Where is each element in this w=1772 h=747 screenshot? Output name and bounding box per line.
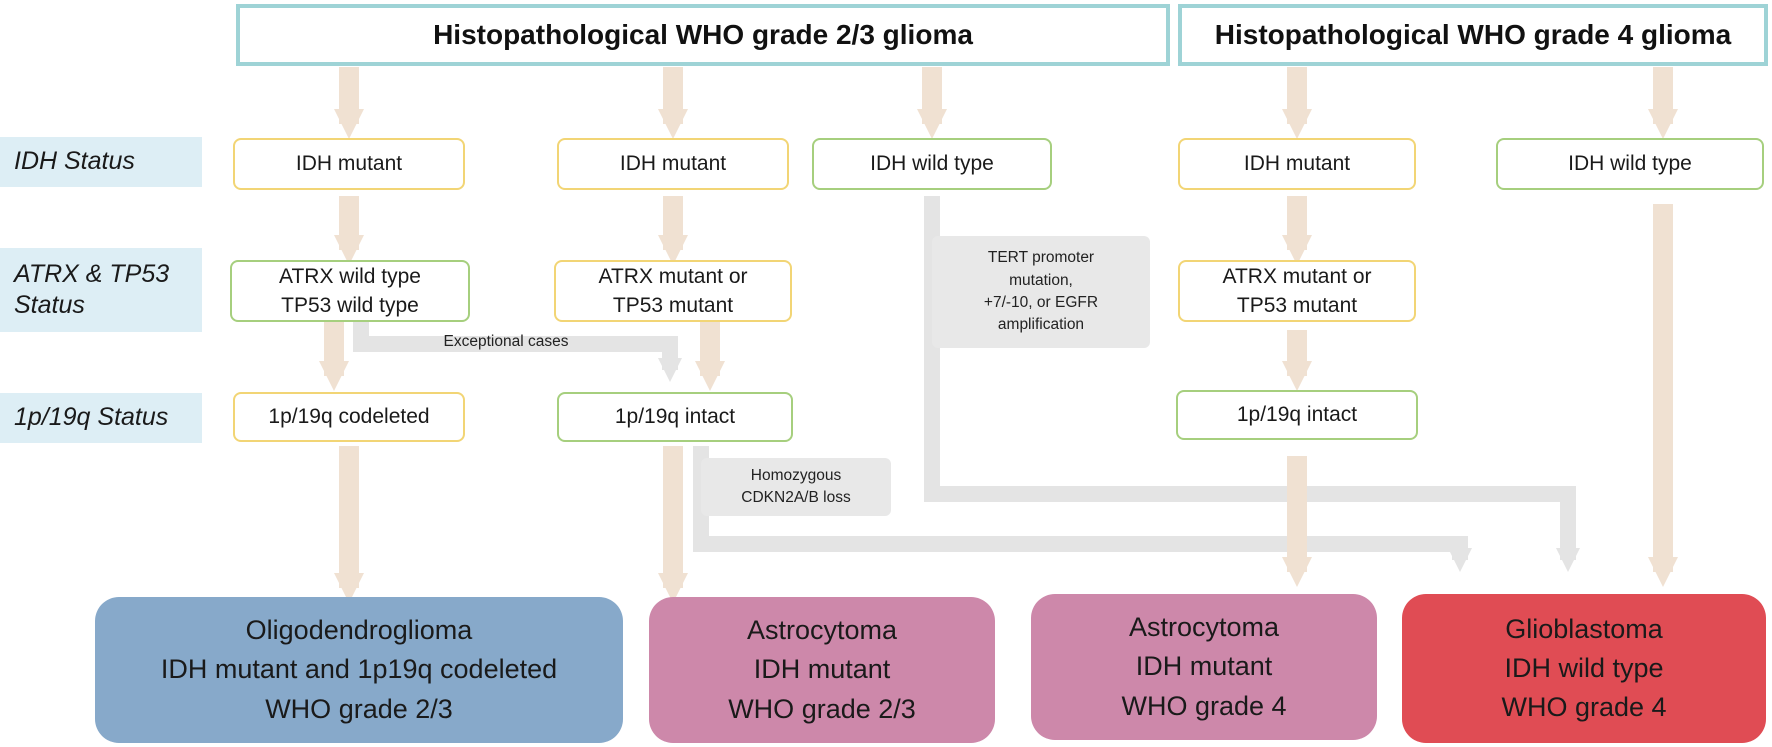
idh-mutant-box-col4: IDH mutant [1178,138,1416,190]
outcome-grade: WHO grade 4 [1121,690,1287,721]
row-label-idh-status: IDH Status [0,137,202,187]
atrx-mutant-box-col2: ATRX mutant or TP53 mutant [554,260,792,322]
main-arrows [319,67,1678,603]
idh-wildtype-box-col3: IDH wild type [812,138,1052,190]
outcome-name: Oligodendroglioma [245,615,473,646]
header-grade-4: Histopathological WHO grade 4 glioma [1178,4,1768,66]
outcome-grade: WHO grade 2/3 [728,693,916,724]
outcome-name: Glioblastoma [1505,613,1663,644]
codeleted-box-col1: 1p/19q codeleted [233,392,465,442]
outcome-grade: WHO grade 2/3 [265,693,453,724]
outcome-idh: IDH mutant and 1p19q codeleted [160,654,558,685]
outcome-astrocytoma-grade-4: Astrocytoma IDH mutant WHO grade 4 [1031,594,1377,740]
outcome-glioblastoma: Glioblastoma IDH wild type WHO grade 4 [1402,594,1766,743]
exceptional-path-line [353,322,682,382]
idh-mutant-box-col2: IDH mutant [557,138,789,190]
row-label-1p19q-status: 1p/19q Status [0,393,202,443]
outcome-astrocytoma-grade-2-3: Astrocytoma IDH mutant WHO grade 2/3 [649,597,995,743]
outcome-name: Astrocytoma [746,615,898,646]
exceptional-cases-label: Exceptional cases [443,332,569,350]
atrx-mutant-box-col4: ATRX mutant or TP53 mutant [1178,260,1416,322]
outcome-grade: WHO grade 4 [1501,692,1667,723]
outcome-oligodendroglioma: Oligodendroglioma IDH mutant and 1p19q c… [95,597,623,743]
idh-mutant-box-col1: IDH mutant [233,138,465,190]
atrx-wildtype-box-col1: ATRX wild type TP53 wild type [230,260,470,322]
tert-egfr-label: TERT promoter mutation, +7/-10, or EGFR … [932,236,1150,348]
outcome-idh: IDH mutant [753,654,891,685]
row-label-atrx-tp53-status: ATRX & TP53 Status [0,248,202,332]
intact-box-col4: 1p/19q intact [1176,390,1418,440]
header-grade-2-3: Histopathological WHO grade 2/3 glioma [236,4,1170,66]
outcome-idh: IDH wild type [1504,652,1664,683]
outcome-name: Astrocytoma [1128,612,1280,643]
cdkn2ab-loss-label: Homozygous CDKN2A/B loss [701,458,891,516]
intact-box-col2: 1p/19q intact [557,392,793,442]
idh-wildtype-box-col5: IDH wild type [1496,138,1764,190]
outcome-idh: IDH mutant [1135,651,1273,682]
